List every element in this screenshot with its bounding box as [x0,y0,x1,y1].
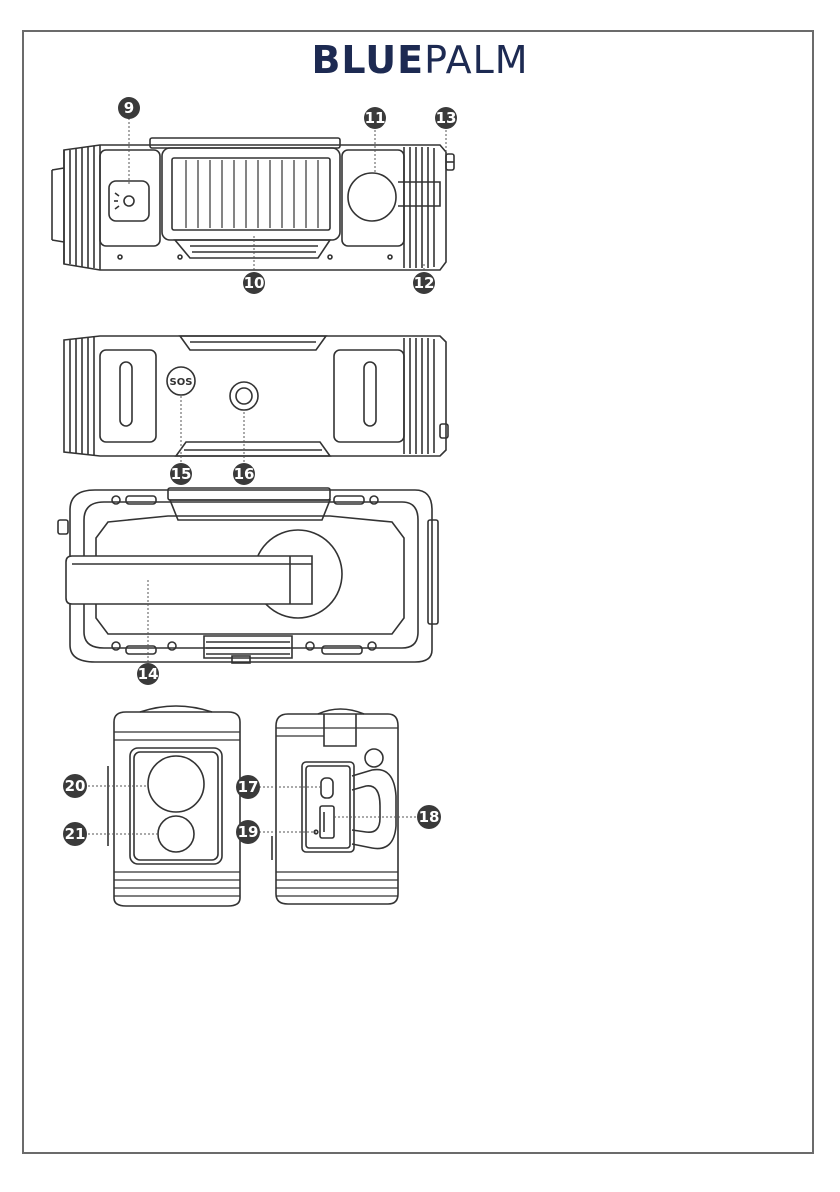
svg-text:20: 20 [65,777,86,795]
main-flashlight-lens [148,756,204,812]
left-ribs [64,145,100,270]
reading-light-lens [158,816,194,852]
top-view [52,138,454,270]
callout-14: 14 [137,663,159,685]
usb-a-port [320,806,334,838]
front-view [58,488,438,663]
callout-11: 11 [364,107,386,129]
flashlight-icon [124,196,134,206]
callout-15: 15 [170,463,192,485]
svg-text:17: 17 [238,778,259,796]
svg-text:14: 14 [138,665,159,683]
svg-text:12: 12 [414,274,435,292]
callout-17: 17 [236,775,260,799]
callout-20: 20 [63,774,87,798]
right-ribs [404,147,434,268]
callout-10: 10 [243,272,265,294]
sos-label: SOS [170,377,193,388]
callout-12: 12 [413,272,435,294]
tuning-knob [348,173,396,221]
solar-panel-frame [162,148,340,240]
svg-text:19: 19 [238,823,259,841]
svg-text:10: 10 [244,274,265,292]
left-ribs-2 [70,337,94,455]
side-view-ports [272,709,398,904]
svg-text:21: 21 [65,825,86,843]
svg-text:9: 9 [124,99,134,117]
callout-9: 9 [118,97,140,119]
leader-lines [88,118,446,834]
solar-cells [186,160,318,228]
side-view-lights [108,706,240,906]
svg-text:11: 11 [365,109,386,127]
tripod-mount [230,382,258,410]
callout-19: 19 [236,820,260,844]
callout-18: 18 [417,805,441,829]
callout-21: 21 [63,822,87,846]
callout-16: 16 [233,463,255,485]
svg-text:18: 18 [419,808,440,826]
callout-13: 13 [435,107,457,129]
right-ribs-2 [404,338,434,454]
svg-text:16: 16 [234,465,255,483]
svg-text:15: 15 [171,465,192,483]
usb-c-port [321,778,333,798]
bottom-view: SOS [64,336,448,456]
svg-text:13: 13 [436,109,457,127]
